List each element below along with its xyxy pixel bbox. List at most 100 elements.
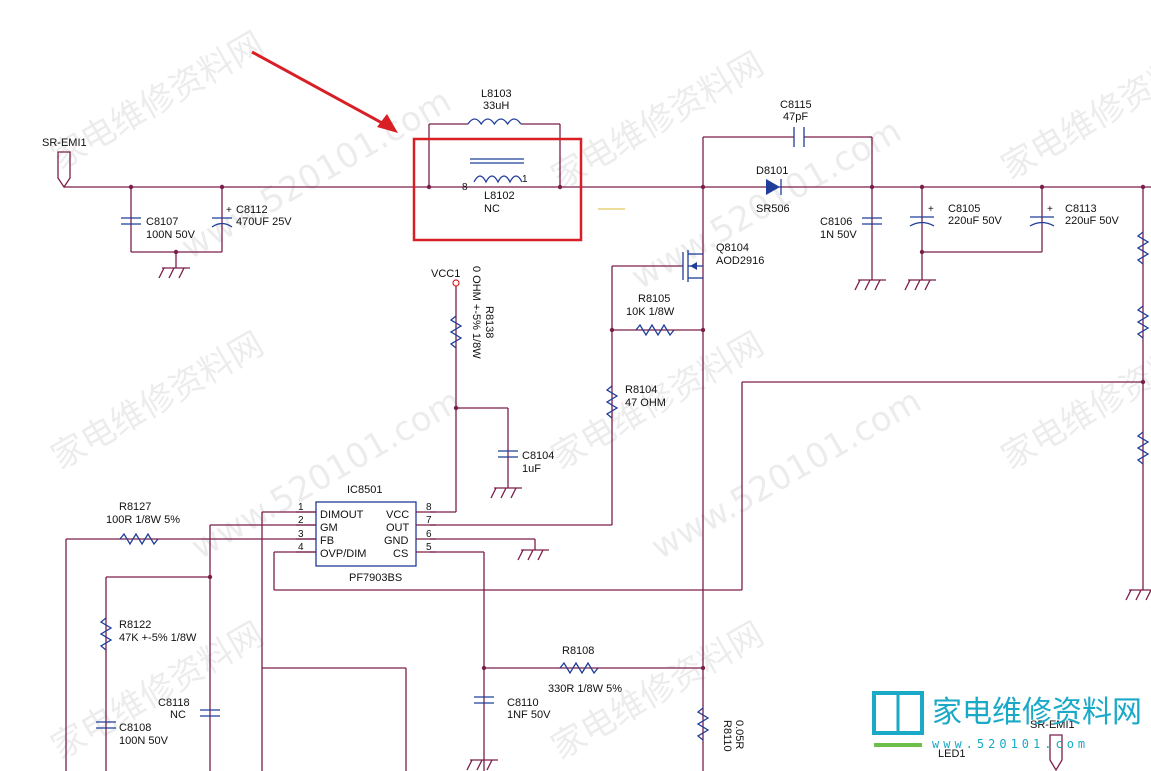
ic-pin-name: OUT [386, 522, 410, 534]
r8110-ref: R8110 [721, 720, 733, 752]
r8138-ref: R8138 [483, 306, 495, 338]
connector-label: SR-EMI1 [42, 137, 87, 149]
capacitor-c8115: C8115 47pF [780, 99, 812, 147]
logo-text: 家电维修资料网 [932, 695, 1142, 730]
watermark-text: 家电维修资料网 [995, 34, 1151, 188]
connector-right-label: SR-EMI1 [1030, 719, 1075, 731]
arrow-head-icon [377, 114, 398, 133]
resistor-r8138: 0 OHM +-5% 1/8W R8138 [449, 266, 495, 359]
c8115-value: 47pF [783, 111, 808, 123]
r8108-value: 330R 1/8W 5% [548, 683, 622, 695]
watermark-url: www.520101.com [645, 381, 929, 568]
r8122-ref: R8122 [119, 619, 151, 631]
c8110-value: 1NF 50V [507, 709, 551, 721]
c8106-ref: C8106 [820, 216, 852, 228]
ic-pin-name: FB [320, 535, 334, 547]
ic-pin-name: GND [384, 535, 409, 547]
r8104-ref: R8104 [625, 384, 657, 396]
ic-part: PF7903BS [349, 572, 402, 584]
capacitor-c8107: C8107 100N 50V [121, 216, 196, 241]
c8104-value: 1uF [522, 463, 541, 475]
vcc-label: VCC1 [431, 268, 460, 280]
capacitor-c8112: + C8112 470UF 25V [211, 204, 292, 228]
resistor-r8127: R8127 100R 1/8W 5% [106, 501, 180, 546]
svg-text:1: 1 [522, 174, 528, 185]
connector-sr-emi1: SR-EMI1 [42, 137, 87, 189]
c8110-ref: C8110 [507, 697, 539, 709]
svg-text:+: + [226, 205, 232, 216]
c8104-ref: C8104 [522, 450, 554, 462]
c8105-value: 220uF 50V [948, 215, 1002, 227]
ic-pin-name: CS [393, 548, 408, 560]
highlight-annotation [251, 50, 583, 242]
q8104-ref: Q8104 [716, 242, 749, 254]
right-edge-resistors [1136, 231, 1150, 465]
c8115-ref: C8115 [780, 99, 812, 111]
diode-d8101: D8101 SR506 [756, 165, 790, 215]
c8107-ref: C8107 [146, 216, 178, 228]
c8105-ref: C8105 [948, 203, 980, 215]
svg-text:+: + [928, 204, 934, 215]
mosfet-q8104: Q8104 AOD2916 [682, 242, 764, 282]
r8104-value: 47 OHM [625, 397, 666, 409]
ic-pin-num: 1 [298, 502, 304, 513]
ic-pf7903bs: IC8501 PF7903BS 1 2 3 4 DIMOUT GM FB OVP… [296, 484, 436, 584]
l8103-value: 33uH [483, 100, 509, 112]
c8108-ref: C8108 [119, 722, 151, 734]
capacitor-c8113: + C8113 220uF 50V [1029, 203, 1119, 227]
capacitor-c8108: C8108 100N 50V [96, 721, 169, 747]
capacitor-c8106: C8106 1N 50V [820, 216, 882, 241]
inductor-l8103: L8103 33uH [467, 88, 522, 126]
watermark-text: 家电维修资料网 [45, 24, 271, 178]
watermark-text: 家电维修资料网 [995, 324, 1151, 478]
ic-pin-num: 5 [426, 542, 432, 553]
ic-ref: IC8501 [347, 484, 382, 496]
c8107-value: 100N 50V [146, 229, 196, 241]
capacitor-c8105: + C8105 220uF 50V [909, 203, 1002, 227]
d8101-value: SR506 [756, 203, 790, 215]
r8122-value: 47K +-5% 1/8W [119, 632, 197, 644]
c8112-ref: C8112 [236, 204, 268, 216]
c8118-value: NC [170, 709, 186, 721]
connector-sr-emi1-right: SR-EMI1 LED1 [938, 719, 1075, 771]
c8106-value: 1N 50V [820, 229, 857, 241]
capacitor-c8118: C8118 NC [158, 697, 220, 721]
resistor-r8108: R8108 330R 1/8W 5% [548, 645, 622, 695]
connector-right-sub: LED1 [938, 748, 966, 760]
highlight-box [412, 137, 583, 242]
resistor-r8105: R8105 10K 1/8W [626, 293, 675, 337]
ground-symbols [158, 267, 1151, 771]
ic-pin-name: VCC [386, 509, 409, 521]
ic-pin-num: 7 [426, 515, 432, 526]
ic-pin-name: GM [320, 522, 338, 534]
ic-pin-name: OVP/DIM [320, 548, 366, 560]
c8113-ref: C8113 [1065, 203, 1097, 215]
l8102-ref: L8102 [484, 190, 515, 202]
d8101-ref: D8101 [756, 165, 788, 177]
svg-text:+: + [1047, 204, 1053, 215]
vcc-source: VCC1 [431, 268, 460, 287]
arrow-line [251, 50, 385, 126]
r8108-ref: R8108 [562, 645, 594, 657]
resistor-r8104: R8104 47 OHM [605, 384, 666, 419]
watermark-text: 家电维修资料网 [45, 324, 271, 478]
wires [64, 123, 1151, 771]
ic-pin-num: 3 [298, 529, 304, 540]
c8113-value: 220uF 50V [1065, 215, 1119, 227]
inductor-l8102: 8 1 L8102 NC [462, 158, 528, 215]
site-logo: 家电维修资料网 www.520101.com [872, 691, 1142, 751]
r8105-value: 10K 1/8W [626, 306, 675, 318]
ic-pin-num: 4 [298, 542, 304, 553]
watermark-text: 家电维修资料网 [545, 44, 771, 198]
ic-pin-num: 2 [298, 515, 304, 526]
capacitor-c8110: C8110 1NF 50V [474, 696, 551, 721]
capacitor-c8104: C8104 1uF [498, 450, 554, 475]
svg-text:8: 8 [462, 182, 468, 193]
q8104-value: AOD2916 [716, 255, 764, 267]
r8138-value: 0 OHM +-5% 1/8W [470, 266, 482, 359]
r8110-value: 0.05R [733, 720, 745, 749]
c8112-value: 470UF 25V [236, 216, 292, 228]
ic-pin-num: 8 [426, 502, 432, 513]
r8127-value: 100R 1/8W 5% [106, 514, 180, 526]
